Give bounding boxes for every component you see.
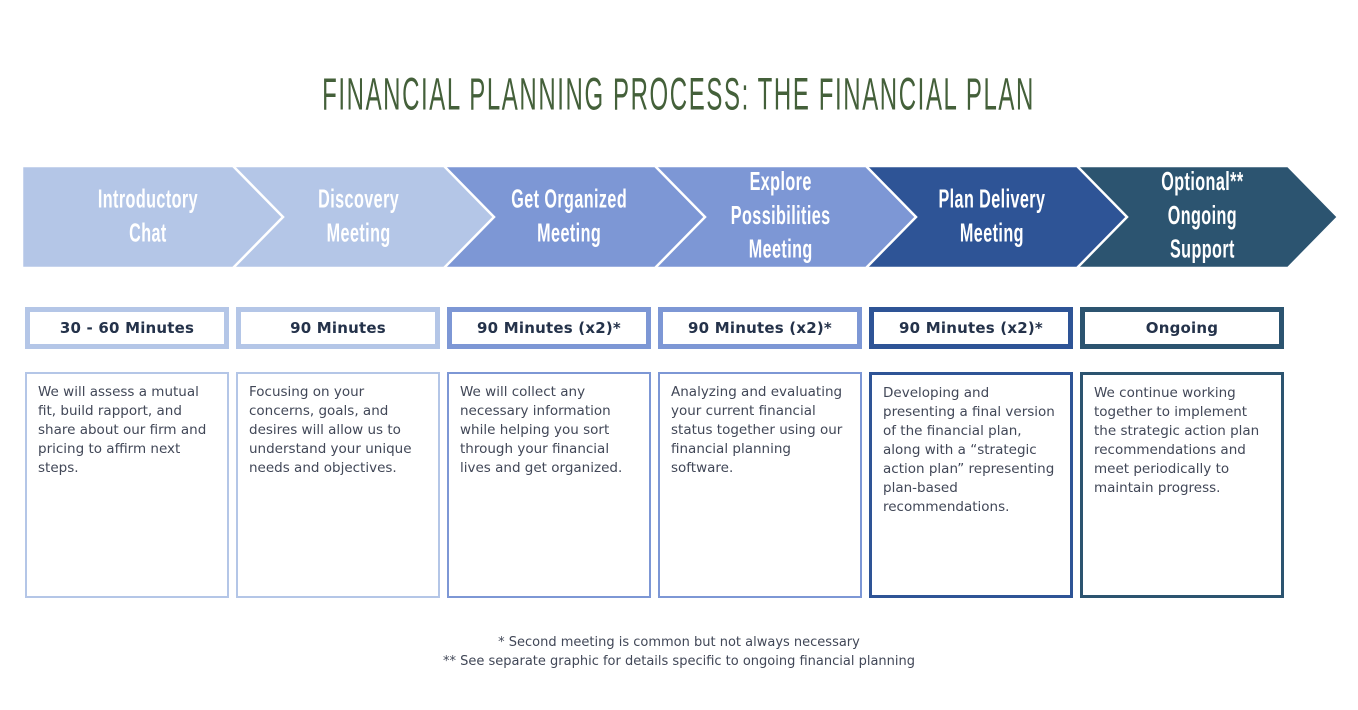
step-label-introductory-chat: Introductory Chat bbox=[42, 165, 253, 269]
step-label-optional-ongoing-support: Optional** Ongoing Support bbox=[1097, 165, 1308, 269]
description-box-introductory-chat: We will assess a mutual fit, build rappo… bbox=[25, 372, 229, 598]
footnote-double-asterisk: ** See separate graphic for details spec… bbox=[442, 654, 916, 669]
description-text: We will collect any necessary informatio… bbox=[460, 384, 623, 476]
description-text: Focusing on your concerns, goals, and de… bbox=[249, 384, 412, 476]
duration-label: 90 Minutes bbox=[290, 319, 386, 337]
page-title-text: FINANCIAL PLANNING PROCESS: THE FINANCIA… bbox=[322, 70, 1036, 121]
description-text: We continue working together to implemen… bbox=[1094, 385, 1260, 496]
duration-box-get-organized-meeting: 90 Minutes (x2)* bbox=[447, 307, 651, 349]
step-label-text: Discovery Meeting bbox=[317, 185, 400, 249]
footnotes: * Second meeting is common but not alway… bbox=[0, 633, 1358, 671]
description-text: Analyzing and evaluating your current fi… bbox=[671, 384, 843, 476]
duration-box-optional-ongoing-support: Ongoing bbox=[1080, 307, 1284, 349]
duration-box-introductory-chat: 30 - 60 Minutes bbox=[25, 307, 229, 349]
description-box-optional-ongoing-support: We continue working together to implemen… bbox=[1080, 372, 1284, 598]
step-label-text: Get Organized Meeting bbox=[511, 185, 628, 249]
description-box-explore-possibilities-meeting: Analyzing and evaluating your current fi… bbox=[658, 372, 862, 598]
step-label-explore-possibilities-meeting: Explore Possibilities Meeting bbox=[675, 165, 886, 269]
footnote-single-asterisk: * Second meeting is common but not alway… bbox=[498, 635, 860, 650]
step-label-text: Optional** Ongoing Support bbox=[1161, 168, 1244, 265]
duration-box-plan-delivery-meeting: 90 Minutes (x2)* bbox=[869, 307, 1073, 349]
duration-box-explore-possibilities-meeting: 90 Minutes (x2)* bbox=[658, 307, 862, 349]
description-text: Developing and presenting a final versio… bbox=[883, 385, 1055, 515]
duration-label: 30 - 60 Minutes bbox=[59, 319, 195, 337]
duration-label: 90 Minutes (x2)* bbox=[688, 319, 832, 337]
duration-label: 90 Minutes (x2)* bbox=[477, 319, 621, 337]
step-label-text: Explore Possibilities Meeting bbox=[730, 168, 831, 265]
description-text: We will assess a mutual fit, build rappo… bbox=[38, 384, 207, 476]
description-box-plan-delivery-meeting: Developing and presenting a final versio… bbox=[869, 372, 1073, 598]
duration-label: Ongoing bbox=[1145, 319, 1219, 337]
step-label-text: Introductory Chat bbox=[97, 185, 198, 249]
process-chevrons bbox=[20, 165, 1340, 269]
step-label-discovery-meeting: Discovery Meeting bbox=[253, 165, 464, 269]
page-title: FINANCIAL PLANNING PROCESS: THE FINANCIA… bbox=[0, 70, 1358, 122]
chevron-shape-introductory-chat bbox=[20, 165, 285, 269]
duration-label: 90 Minutes (x2)* bbox=[899, 319, 1043, 337]
description-box-get-organized-meeting: We will collect any necessary informatio… bbox=[447, 372, 651, 598]
description-box-discovery-meeting: Focusing on your concerns, goals, and de… bbox=[236, 372, 440, 598]
step-label-plan-delivery-meeting: Plan Delivery Meeting bbox=[886, 165, 1097, 269]
duration-box-discovery-meeting: 90 Minutes bbox=[236, 307, 440, 349]
step-label-get-organized-meeting: Get Organized Meeting bbox=[464, 165, 675, 269]
step-label-text: Plan Delivery Meeting bbox=[938, 185, 1045, 249]
